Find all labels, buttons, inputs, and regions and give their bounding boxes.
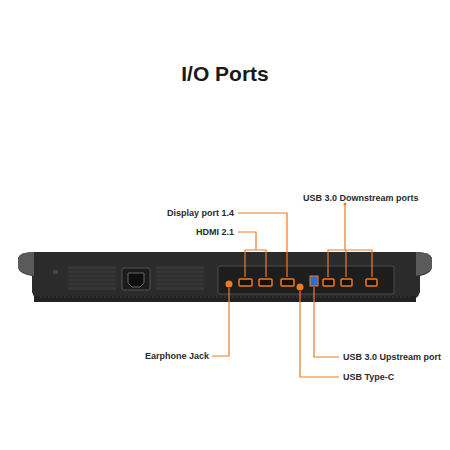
page-title: I/O Ports [0,62,450,86]
power-socket-inner [128,273,144,287]
port-label: Display port 1.4 [84,207,234,219]
usb-downstream-ports [323,279,377,286]
port-label: HDMI 2.1 [84,226,234,238]
port-label: USB Type-C [343,371,450,383]
vent-grid [68,266,204,290]
usb-c-port [297,284,304,291]
port-label: Earphone Jack [59,350,209,362]
usb-upstream-port [310,276,318,286]
bottom-vent [34,296,416,302]
bezel-edge [416,252,432,276]
bezel-edge [18,252,34,276]
lock-slot [53,270,58,274]
earphone-jack [226,281,233,288]
port-label: USB 3.0 Downstream ports [303,192,450,204]
video-ports [239,279,294,286]
monitor-body [18,252,432,302]
port-label: USB 3.0 Upstream port [343,351,450,363]
power-socket [122,268,150,290]
vent-lines [40,297,410,298]
leader-lines [212,204,372,377]
